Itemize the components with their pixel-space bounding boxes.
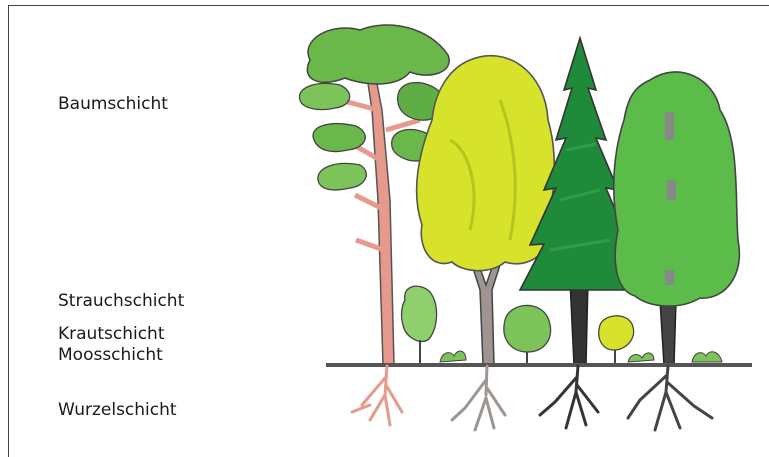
root-layer <box>352 366 712 430</box>
beech-tree <box>614 72 740 365</box>
shrub-layer <box>402 286 634 365</box>
